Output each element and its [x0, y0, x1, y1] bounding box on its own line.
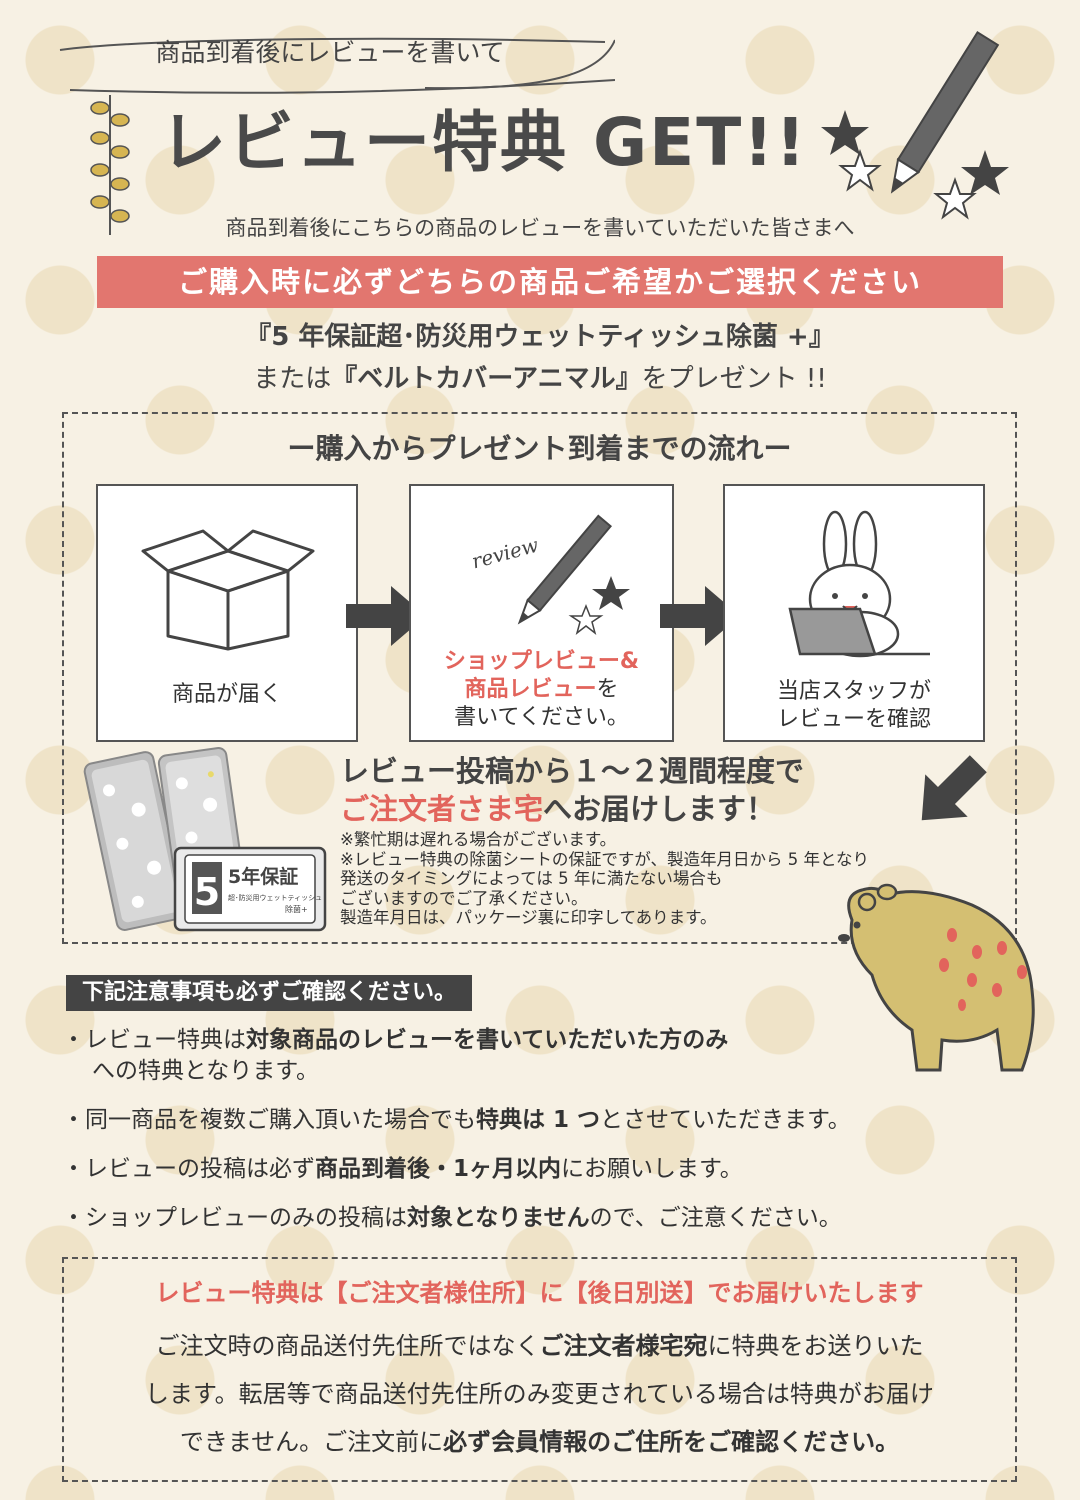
arrow-right-icon [660, 586, 740, 646]
caution-emphasis: 商品到着後・1ヶ月以内 [315, 1156, 562, 1182]
package-label: 5年保証 [228, 865, 298, 888]
main-heading: レビュー特典 GET!! [160, 104, 808, 181]
caution-emphasis: 対象となりません [407, 1205, 590, 1231]
delivery-notes: ※繁忙期は遅れる場合がございます。 ※レビュー特典の除菌シートの保証ですが、製造… [340, 830, 1020, 928]
package-tag: 除菌+ [285, 904, 308, 914]
caution-item-deadline: ・レビューの投稿は必ず商品到着後・1ヶ月以内にお願いします。 [62, 1153, 1022, 1185]
delivery-suffix: へお届けします！ [543, 792, 776, 826]
step1-label: 商品が届く [171, 682, 282, 707]
caution-emphasis: 対象商品のレビューを書いていただいた方のみ [246, 1027, 729, 1053]
gift-or-text: または [253, 364, 332, 394]
shipping-emphasis: ご注文者様宅宛 [539, 1332, 708, 1360]
step2-label: ショップレビュー& 商品レビューを 書いてください。 [411, 648, 672, 732]
caution-emphasis: 特典は 1 つ [476, 1107, 601, 1133]
shipping-emphasis: 必ず会員情報のご住所をご確認ください。 [443, 1428, 900, 1456]
pencil-star-icon [517, 514, 630, 635]
note-line: ございますのでご了承ください。 [340, 888, 588, 908]
shipping-notice-line: ご注文時の商品送付先住所ではなくご注文者様宅宛に特典をお送りいた [62, 1328, 1017, 1364]
note-line: 発送のタイミングによっては 5 年に満たない場合も [340, 869, 723, 888]
caution-text: ・レビューの投稿は必ず [62, 1156, 315, 1182]
sub-heading: 商品到着後にレビューを書いて [155, 38, 505, 67]
products-image: 5 5年保証 超･防災用ウェットティッシュ 除菌+ [83, 747, 327, 932]
step2-line3: 書いてください。 [454, 705, 629, 730]
note-line: ※繁忙期は遅れる場合がございます。 [340, 830, 617, 849]
shipping-text: ご注文時の商品送付先住所ではなく [155, 1332, 540, 1360]
flow-title: ー購入からプレゼント到着までの流れー [287, 432, 792, 465]
delivery-destination: ご注文者さま宅へお届けします！ [340, 790, 920, 828]
step-staff-confirm: 当店スタッフが レビューを確認 [723, 484, 985, 742]
rabbit-laptop-icon [788, 510, 930, 658]
shipping-notice-box [62, 1257, 1017, 1482]
note-line: ※レビュー特典の除菌シートの保証ですが、製造年月日から 5 年となり [340, 849, 869, 869]
box-icon [141, 529, 315, 651]
bear-illustration [838, 883, 1035, 1072]
gift-present-text: をプレゼント !! [641, 364, 827, 394]
caution-text: ・レビュー特典は [62, 1027, 246, 1053]
selection-banner: ご購入時に必ずどちらの商品ご希望かご選択ください [97, 256, 1003, 308]
intro-text: 商品到着後にこちらの商品のレビューを書いていただいた皆さまへ [225, 216, 855, 240]
caution-item-shop-review-only: ・ショップレビューのみの投稿は対象となりませんので、ご注意ください。 [62, 1202, 1022, 1234]
note-line: 製造年月日は、パッケージ裏に印字してあります。 [340, 908, 717, 927]
gift-item-belt-cover: または『ベルトカバーアニマル』をプレゼント !! [0, 360, 1080, 398]
flow-box [62, 412, 1017, 944]
step2-product-review: 商品レビュー [464, 677, 597, 702]
delivery-orderer-home: ご注文者さま宅 [340, 792, 544, 826]
caution-text: ・同一商品を複数ご購入頂いた場合でも [62, 1107, 476, 1133]
vine-icon [90, 95, 130, 235]
step2-suffix: を [596, 677, 619, 702]
step2-shop-review: ショップレビュー& [443, 649, 640, 674]
caution-item-one-per-product: ・同一商品を複数ご購入頂いた場合でも特典は 1 つとさせていただきます。 [62, 1104, 1022, 1136]
caution-header: 下記注意事項も必ずご確認ください。 [66, 975, 473, 1011]
shipping-text: に特典をお送りいた [707, 1332, 924, 1360]
gift-belt-cover-name: 『ベルトカバーアニマル』 [331, 364, 642, 394]
shipping-notice-line: します。転居等で商品送付先住所のみ変更されている場合は特典がお届け [145, 1380, 934, 1408]
step3-line1: 当店スタッフが [776, 679, 931, 704]
step3-label: 当店スタッフが レビューを確認 [725, 678, 983, 734]
caution-item-target: ・レビュー特典は対象商品のレビューを書いていただいた方のみ [62, 1024, 1022, 1056]
gift-item-wet-tissue: 『5 年保証超･防災用ウェットティッシュ除菌 +』 [245, 322, 835, 352]
star-icon [821, 110, 1009, 220]
caution-item-target-cont: への特典となります。 [92, 1058, 320, 1084]
package-number: 5 [194, 870, 220, 914]
caution-text: とさせていただきます。 [600, 1107, 851, 1133]
step-write-review: review ショップレビュー& 商品レビューを 書いてください。 [409, 484, 674, 742]
arrow-down-left-icon [921, 755, 987, 821]
step-product-arrives: 商品が届く [96, 484, 358, 742]
arrow-right-icon [346, 586, 426, 646]
shipping-notice-line: できません。ご注文前に必ず会員情報のご住所をご確認ください。 [62, 1424, 1017, 1460]
delivery-timing: レビュー投稿から１～２週間程度で [340, 754, 805, 788]
shipping-notice-title: レビュー特典は【ご注文者様住所】に【後日別送】でお届けいたします [155, 1279, 924, 1307]
heading-underline-decoration [59, 37, 615, 94]
caution-text: ので、ご注意ください。 [589, 1205, 842, 1231]
step3-line2: レビューを確認 [776, 707, 931, 732]
package-subtext: 超･防災用ウェットティッシュ [228, 893, 322, 902]
caution-text: にお願いします。 [561, 1156, 743, 1182]
caution-text: ・ショップレビューのみの投稿は [62, 1205, 407, 1231]
pencil-icon [890, 30, 1000, 194]
shipping-text: できません。ご注文前に [179, 1428, 444, 1456]
